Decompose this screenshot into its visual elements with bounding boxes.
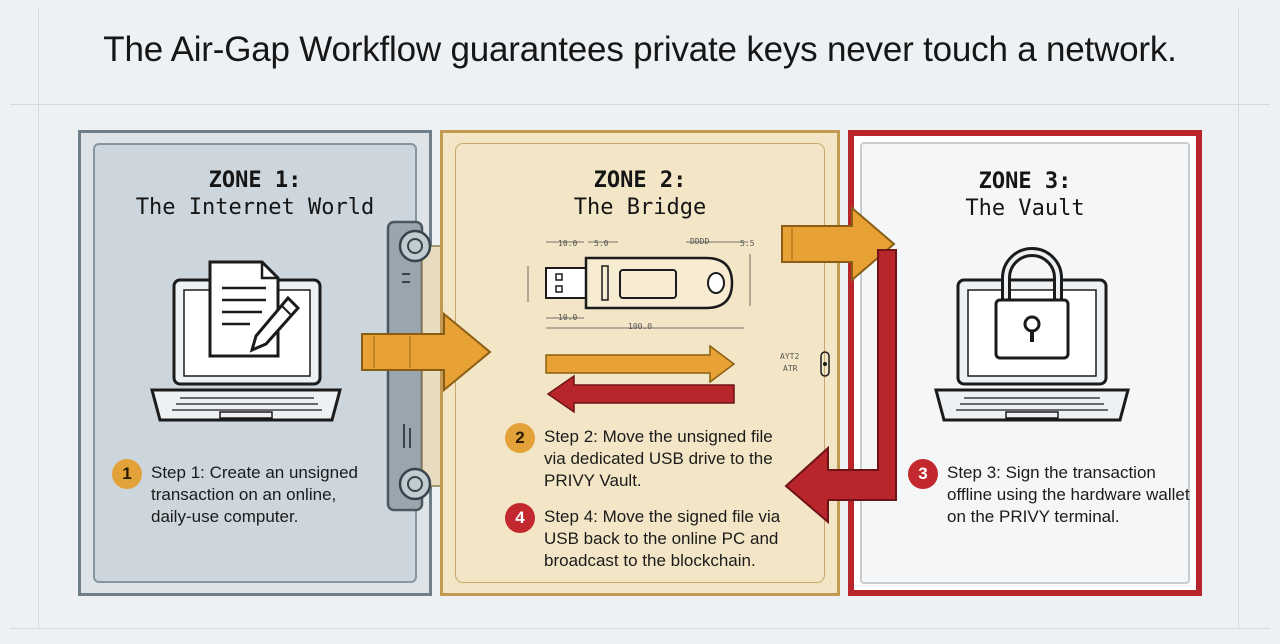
step-3: 3 Step 3: Sign the transaction offline u…	[908, 459, 1192, 528]
zone-3-label: ZONE 3:	[978, 169, 1072, 194]
zone-3-title: ZONE 3: The Vault	[854, 168, 1196, 222]
side-annotation: AYT2	[780, 352, 800, 361]
zone-1-title: ZONE 1: The Internet World	[81, 167, 429, 221]
zone-1-name: The Internet World	[135, 195, 375, 220]
blueprint-line	[10, 628, 1270, 629]
step-2: 2 Step 2: Move the unsigned file via ded…	[505, 423, 795, 492]
step-3-badge: 3	[908, 459, 938, 489]
laptop-padlock-icon	[934, 247, 1130, 422]
arrow-bridge-forward	[545, 344, 736, 384]
zone-1-label: ZONE 1:	[208, 168, 302, 193]
arrow-zone2-to-zone3	[781, 205, 896, 283]
arrow-bridge-back	[546, 374, 735, 414]
dimension-label: 5.0	[594, 239, 609, 248]
step-4-text: Step 4: Move the signed file via USB bac…	[544, 507, 781, 570]
dimension-label: 100.0	[628, 322, 653, 331]
latch-icon	[820, 351, 830, 377]
arrow-zone1-to-zone2	[361, 311, 492, 393]
dimension-label: 10.0	[558, 239, 578, 248]
blueprint-line	[1238, 8, 1239, 628]
zone-3-name: The Vault	[965, 196, 1085, 221]
step-1-text: Step 1: Create an unsigned transaction o…	[151, 463, 358, 526]
dimension-label: 10.0	[558, 313, 578, 322]
arrow-zone3-to-zone2	[784, 249, 897, 525]
usb-drive-icon	[527, 241, 751, 329]
blueprint-line	[38, 8, 39, 628]
step-2-text: Step 2: Move the unsigned file via dedic…	[544, 427, 773, 490]
zone-2-title: ZONE 2: The Bridge	[443, 167, 837, 221]
side-annotation: ATR	[783, 364, 798, 373]
step-3-text: Step 3: Sign the transaction offline usi…	[947, 463, 1190, 526]
zone-2-label: ZONE 2:	[593, 168, 687, 193]
dimension-label: 5.5	[740, 239, 755, 248]
step-1: 1 Step 1: Create an unsigned transaction…	[112, 459, 380, 528]
zone-2-name: The Bridge	[573, 195, 707, 220]
headline: The Air-Gap Workflow guarantees private …	[103, 30, 1177, 69]
step-4-badge: 4	[505, 503, 535, 533]
step-2-badge: 2	[505, 423, 535, 453]
dimension-label: DDDD	[690, 237, 710, 246]
step-1-badge: 1	[112, 459, 142, 489]
step-4: 4 Step 4: Move the signed file via USB b…	[505, 503, 815, 572]
laptop-document-icon	[150, 260, 342, 422]
blueprint-line	[10, 104, 1270, 105]
